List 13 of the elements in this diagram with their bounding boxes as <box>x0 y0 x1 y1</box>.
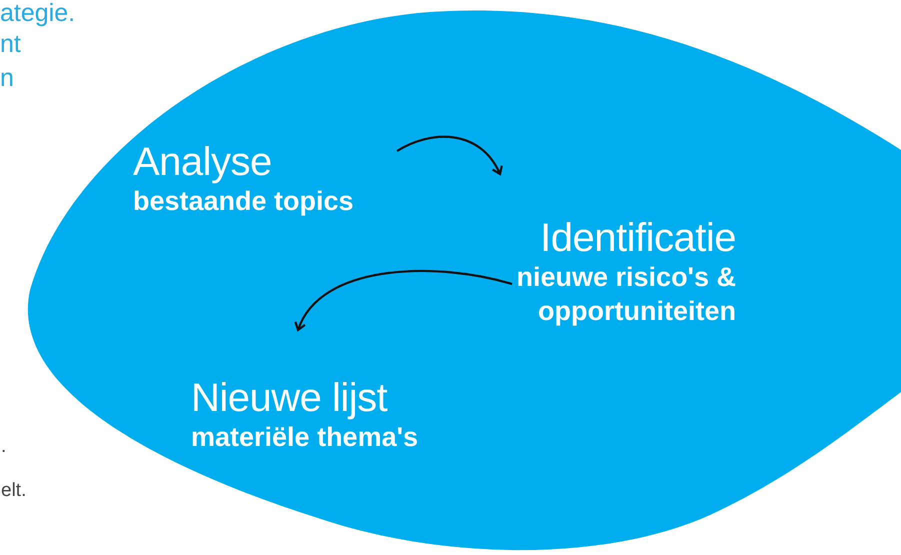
stage-subtitle: materiële thema's <box>191 421 420 454</box>
stage-heading: Analyse <box>133 140 272 184</box>
text-fragment: nt <box>0 32 21 57</box>
text-fragment: . <box>1 437 6 456</box>
curved-arrow <box>295 270 512 332</box>
stage-heading: Identificatie <box>540 216 736 260</box>
stage-heading: Nieuwe lijst <box>191 376 388 420</box>
text-fragment: ategie. <box>0 1 76 26</box>
curved-arrow <box>396 136 502 176</box>
text-fragment: elt. <box>1 481 26 500</box>
text-fragment: n <box>0 66 14 91</box>
stage-subtitle: bestaande topics <box>133 185 355 218</box>
stage-subtitle: nieuwe risico's & opportuniteiten <box>516 261 736 328</box>
